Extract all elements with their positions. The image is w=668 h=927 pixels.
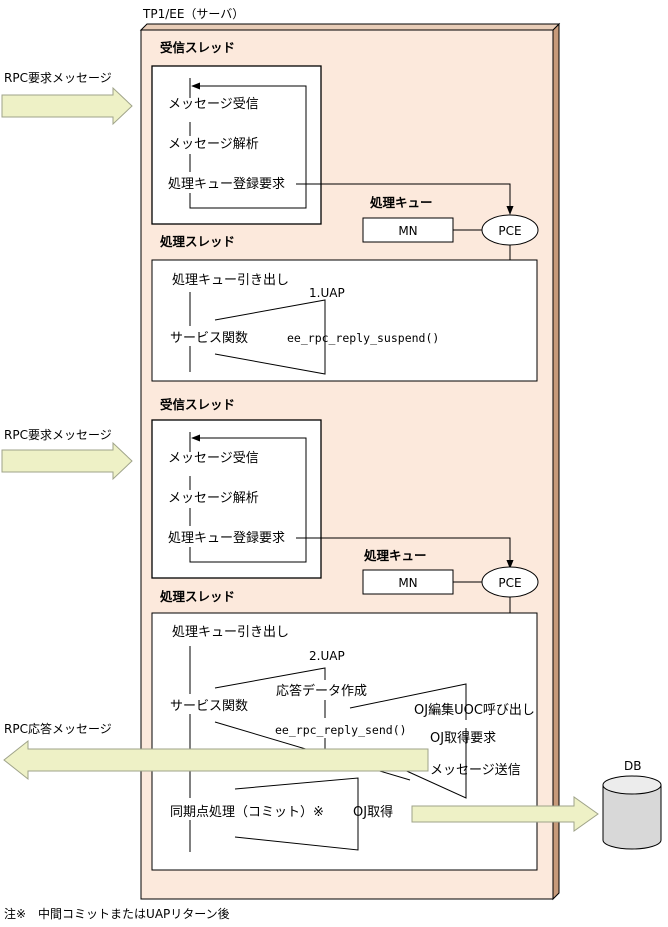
proc-thread-label-1: 処理スレッド	[159, 234, 235, 249]
oj-get: OJ取得	[353, 804, 393, 820]
step-enqueue-1: 処理キュー登録要求	[168, 177, 285, 192]
proc-thread-box-2	[151, 612, 538, 871]
sync-point: 同期点処理（コミット）※	[170, 805, 324, 820]
server-label: TP1/EE（サーバ）	[142, 7, 244, 21]
input-arrow-1	[1, 86, 133, 126]
step-receive-1: メッセージ受信	[168, 97, 259, 112]
step-parse-2: メッセージ解析	[168, 491, 259, 506]
reply-arrow	[3, 739, 429, 781]
step-enqueue-2: 処理キュー登録要求	[168, 531, 285, 546]
msg-send: メッセージ送信	[430, 763, 521, 778]
oj-uoc-call: OJ編集UOC呼び出し	[414, 702, 535, 718]
recv-thread-box-1	[151, 65, 322, 225]
input-message-2: RPC要求メッセージ	[4, 428, 112, 442]
oj-request: OJ取得要求	[430, 730, 496, 746]
footnote: 注※ 中間コミットまたはUAPリターン後	[4, 906, 230, 921]
step-receive-2: メッセージ受信	[168, 451, 259, 466]
pce-label-1: PCE	[498, 224, 521, 238]
send-call: ee_rpc_reply_send()	[275, 723, 407, 737]
uap-label-2: 2.UAP	[309, 649, 345, 663]
input-arrow-2	[1, 441, 133, 481]
recv-thread-box-2	[151, 419, 322, 579]
uap-label-1: 1.UAP	[309, 286, 345, 300]
mn-box-2	[362, 569, 454, 595]
dequeue-1: 処理キュー引き出し	[172, 273, 289, 288]
service-fn-2: サービス関数	[170, 699, 248, 714]
queue-label-1: 処理キュー	[369, 195, 433, 210]
input-message-1: RPC要求メッセージ	[4, 71, 112, 85]
db-cylinder	[602, 775, 662, 850]
db-label: DB	[624, 759, 641, 773]
mn-label-2: MN	[398, 576, 417, 590]
make-reply: 応答データ作成	[276, 683, 367, 699]
reply-message: RPC応答メッセージ	[4, 721, 112, 736]
proc-thread-box-1	[151, 259, 538, 382]
recv-thread-label-1: 受信スレッド	[160, 40, 235, 55]
step-parse-1: メッセージ解析	[168, 137, 259, 152]
proc-thread-label-2: 処理スレッド	[159, 589, 235, 604]
suspend-call: ee_rpc_reply_suspend()	[287, 331, 439, 345]
db-arrow	[411, 796, 599, 832]
mn-label-1: MN	[398, 224, 417, 238]
queue-label-2: 処理キュー	[363, 548, 427, 563]
service-fn-1: サービス関数	[170, 331, 248, 346]
dequeue-2: 処理キュー引き出し	[172, 625, 289, 640]
mn-box-1	[362, 217, 454, 243]
pce-label-2: PCE	[498, 576, 521, 590]
recv-thread-label-2: 受信スレッド	[160, 397, 235, 412]
